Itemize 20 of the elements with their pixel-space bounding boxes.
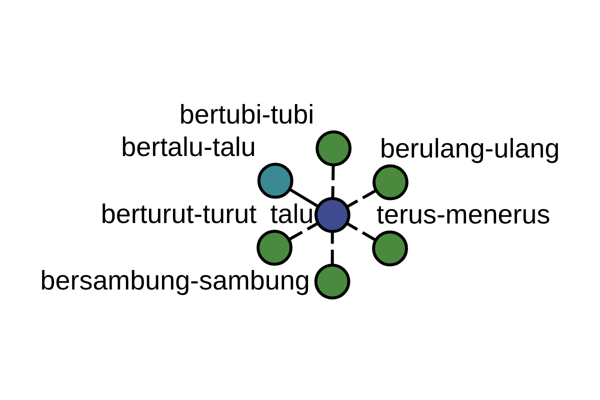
node-circle xyxy=(316,130,352,166)
node-circle xyxy=(314,264,350,300)
node-circle xyxy=(257,162,294,199)
connector xyxy=(346,222,376,242)
node-label: talu xyxy=(270,199,314,230)
connector xyxy=(331,165,335,198)
connector xyxy=(288,222,319,241)
connector xyxy=(289,188,319,208)
node-circle xyxy=(372,164,408,200)
node-label: bersambung-sambung xyxy=(40,266,310,296)
node-circle xyxy=(314,197,350,233)
node-label: berulang-ulang xyxy=(380,133,560,164)
node-circle xyxy=(372,230,408,266)
node-label: bertalu-talu xyxy=(121,132,256,162)
node-label: bertubi-tubi xyxy=(179,100,314,130)
node-label: terus-menerus xyxy=(376,200,550,230)
node-circle xyxy=(256,230,292,266)
connector xyxy=(330,232,334,265)
connector xyxy=(346,189,377,208)
node-label: berturut-turut xyxy=(100,198,257,229)
